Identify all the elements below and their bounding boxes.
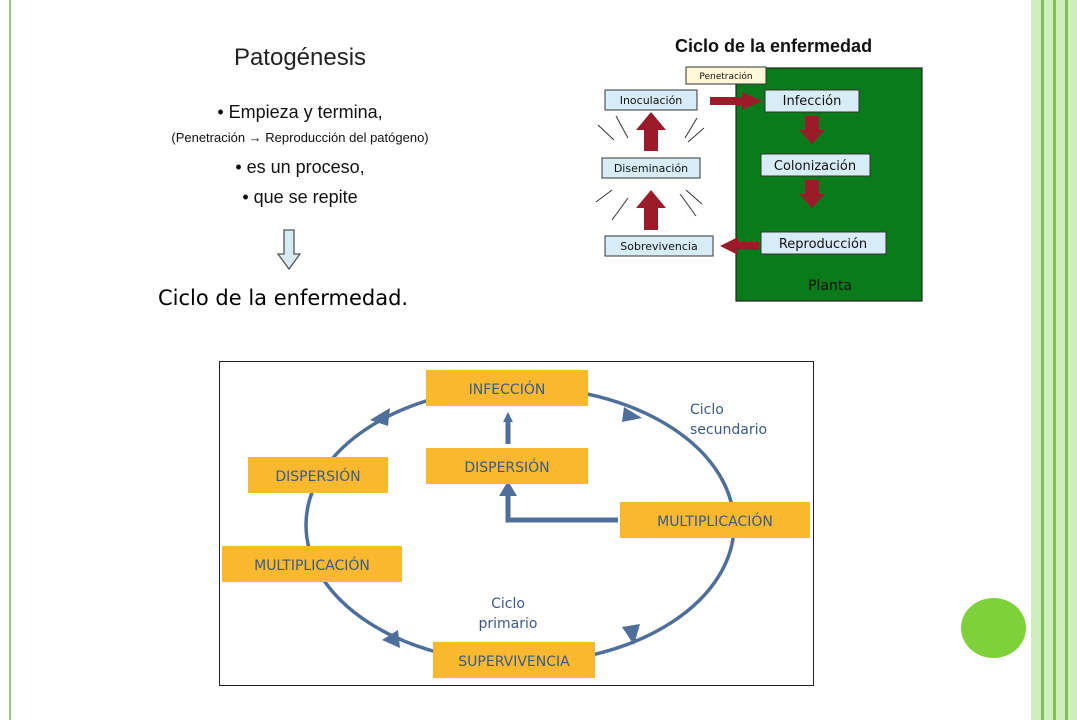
svg-text:MULTIPLICACIÓN: MULTIPLICACIÓN [657, 512, 773, 530]
inoculation-box: Inoculación [604, 89, 698, 111]
secondary-cycle-label-line2: secundario [690, 422, 767, 438]
frame-right-border [1031, 0, 1077, 720]
arrow-survival-to-dissemination [636, 190, 666, 230]
svg-text:Colonización: Colonización [774, 159, 856, 174]
primary-cycle-label-line1: Ciclo [491, 596, 525, 612]
svg-text:INFECCIÓN: INFECCIÓN [469, 380, 546, 398]
arrowhead-top-left [370, 408, 390, 426]
svg-text:MULTIPLICACIÓN: MULTIPLICACIÓN [254, 556, 370, 574]
left-multiplication-box: MULTIPLICACIÓN [222, 546, 402, 582]
arrowhead-top-right [622, 407, 642, 422]
infection-box: INFECCIÓN [426, 370, 588, 406]
down-arrow-icon [276, 229, 302, 271]
svg-text:Diseminación: Diseminación [614, 162, 688, 175]
outer-dispersion-box: DISPERSIÓN [248, 457, 388, 493]
arrow-colonization-to-reproduction [799, 180, 825, 208]
arrow-reproduction-to-survival [720, 237, 759, 255]
disease-cycle-conclusion: Ciclo de la enfermedad. [158, 286, 409, 310]
infection-cycle-diagram: INFECCIÓN DISPERSIÓN DISPERSIÓN MULTIPLI… [219, 361, 814, 686]
svg-text:Sobrevivencia: Sobrevivencia [620, 240, 697, 253]
colonization-box: Colonización [760, 153, 871, 177]
penetration-label-box: Penetración [685, 66, 767, 85]
arrowhead-bottom-left [382, 630, 400, 648]
dissemination-box: Diseminación [601, 157, 701, 179]
arrow-inoculation-to-infection [710, 92, 762, 110]
bullet-repeats: • que se repite [242, 187, 358, 207]
green-circle-decoration [961, 598, 1026, 658]
secondary-cycle-label-line1: Ciclo [690, 402, 724, 418]
bullet-penetration-note: (Penetración → Reproducción del patógeno… [171, 130, 429, 145]
disease-cycle-title: Ciclo de la enfermedad [675, 36, 872, 56]
inner-dispersion-box: DISPERSIÓN [426, 448, 588, 484]
arrow-dissemination-to-inoculation [636, 112, 666, 151]
frame-left-border [9, 0, 11, 720]
arrow-infection-to-colonization [799, 116, 825, 144]
arrowhead-bottom-right [622, 624, 640, 645]
right-multiplication-box: MULTIPLICACIÓN [620, 502, 810, 538]
infection-box: Infección [764, 89, 860, 113]
plant-label: Planta [808, 278, 852, 294]
disease-cycle-diagram: Ciclo de la enfermedad Penetración Inocu… [595, 36, 923, 302]
svg-text:Penetración: Penetración [699, 71, 752, 82]
dispersal-lines-upper [597, 115, 705, 143]
svg-text:Inoculación: Inoculación [620, 94, 683, 107]
arrow-multiplication-to-inner-dispersion [505, 494, 618, 523]
bullet-starts-ends: • Empieza y termina, [217, 102, 383, 122]
survival-box: SUPERVIVENCIA [433, 642, 595, 678]
svg-text:Infección: Infección [783, 94, 842, 109]
survival-box: Sobrevivencia [604, 235, 714, 257]
svg-text:DISPERSIÓN: DISPERSIÓN [464, 458, 549, 476]
svg-text:DISPERSIÓN: DISPERSIÓN [275, 467, 360, 485]
pathogenesis-title: Patogénesis [233, 44, 367, 71]
svg-text:Reproducción: Reproducción [779, 237, 867, 252]
dispersal-lines-lower [595, 189, 703, 221]
primary-cycle-label-line2: primario [479, 616, 538, 632]
arrowhead-inner-dispersion [499, 481, 517, 496]
bullet-process: • es un proceso, [235, 157, 365, 177]
svg-text:SUPERVIVENCIA: SUPERVIVENCIA [458, 654, 570, 670]
reproduction-box: Reproducción [760, 231, 887, 255]
